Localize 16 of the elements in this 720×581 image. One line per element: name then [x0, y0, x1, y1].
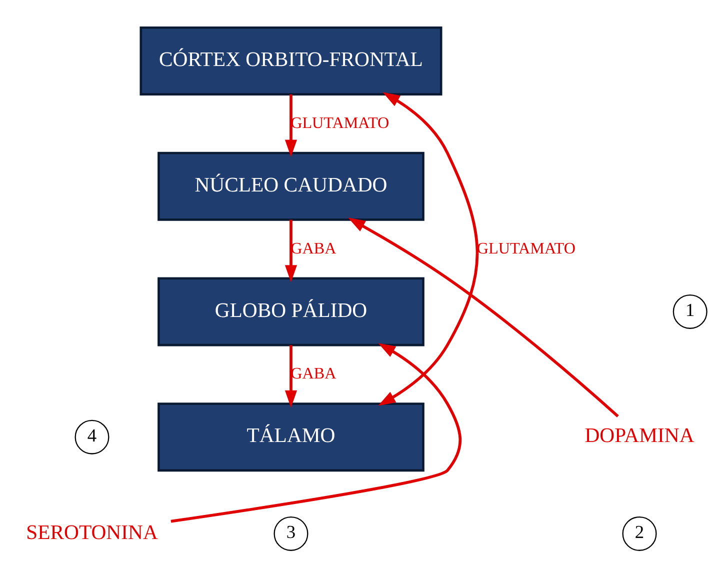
arrow — [284, 219, 298, 282]
label: 4 — [87, 424, 97, 445]
label: 2 — [634, 522, 644, 542]
node-text: SEROTONINA — [26, 521, 158, 544]
arrow — [348, 217, 619, 417]
node-text: DOPAMINA — [584, 424, 694, 447]
arrow — [170, 342, 462, 522]
arrow — [284, 344, 298, 408]
label: 1 — [686, 300, 695, 320]
arrow — [378, 92, 479, 406]
label: 3 — [286, 522, 296, 542]
node-box: CÓRTEX ORBITO-FRONTAL — [140, 26, 442, 95]
node-box: TÁLAMO — [158, 402, 424, 472]
node-box: NÚCLEO CAUDADO — [158, 151, 424, 220]
arrow — [284, 94, 298, 156]
node-box: GLOBO PÁLIDO — [158, 276, 424, 346]
